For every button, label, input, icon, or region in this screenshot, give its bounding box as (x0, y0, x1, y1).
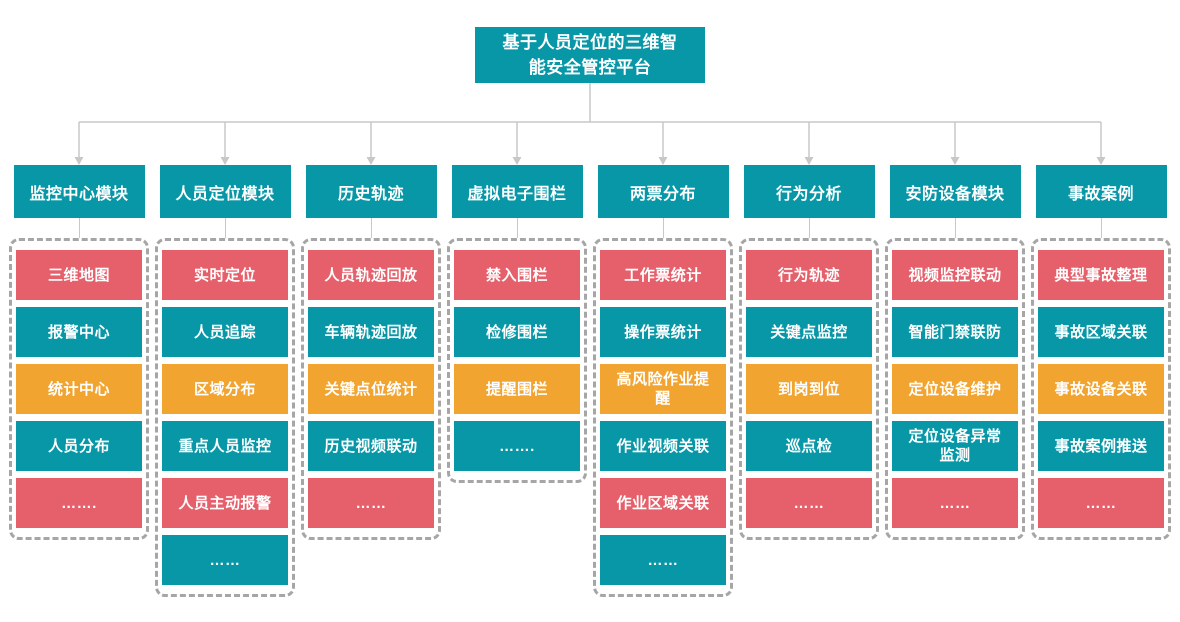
module-group: 禁入围栏检修围栏提醒围栏 ……. (447, 238, 587, 483)
feature-item[interactable]: 人员主动报警 (162, 478, 288, 528)
module-group: 实时定位人员追踪区域分布重点人员监控人员主动报警 …… (155, 238, 295, 597)
module-group: 视频监控联动智能门禁联防定位设备维护定位设备异常 监测 …… (885, 238, 1025, 540)
feature-item[interactable]: 报警中心 (16, 307, 142, 357)
connector-lines (74, 83, 1106, 165)
feature-item[interactable]: …… (308, 478, 434, 528)
arrow-down-icon (658, 157, 668, 165)
module-column: 安防设备模块视频监控联动智能门禁联防定位设备维护定位设备异常 监测 …… (885, 165, 1025, 540)
feature-item[interactable]: 作业视频关联 (600, 421, 726, 471)
feature-item[interactable]: 事故区域关联 (1038, 307, 1164, 357)
feature-item[interactable]: 提醒围栏 (454, 364, 580, 414)
module-group: 行为轨迹关键点监控到岗到位巡点检 …… (739, 238, 879, 540)
module-column: 历史轨迹人员轨迹回放车辆轨迹回放关键点位统计历史视频联动 …… (301, 165, 441, 540)
module-column: 事故案例典型事故整理事故区域关联事故设备关联事故案例推送 …… (1031, 165, 1171, 540)
feature-item[interactable]: 视频监控联动 (892, 250, 1018, 300)
arrow-down-icon (366, 157, 376, 165)
feature-item[interactable]: ……. (16, 478, 142, 528)
feature-item[interactable]: 关键点监控 (746, 307, 872, 357)
feature-item[interactable]: 工作票统计 (600, 250, 726, 300)
root-node[interactable]: 基于人员定位的三维智 能安全管控平台 (475, 27, 705, 83)
feature-item[interactable]: 历史视频联动 (308, 421, 434, 471)
columns-row: 监控中心模块三维地图报警中心统计中心人员分布 ……. 人员定位模块实时定位人员追踪区… (0, 165, 1180, 597)
module-header[interactable]: 人员定位模块 (159, 165, 291, 218)
module-group: 人员轨迹回放车辆轨迹回放关键点位统计历史视频联动 …… (301, 238, 441, 540)
feature-item[interactable]: 区域分布 (162, 364, 288, 414)
module-group: 工作票统计操作票统计高风险作业提 醒作业视频关联作业区域关联 …… (593, 238, 733, 597)
feature-item[interactable]: 三维地图 (16, 250, 142, 300)
feature-item[interactable]: 操作票统计 (600, 307, 726, 357)
header-connector-line (1100, 218, 1102, 238)
feature-item[interactable]: 关键点位统计 (308, 364, 434, 414)
module-header[interactable]: 事故案例 (1035, 165, 1167, 218)
header-connector-line (808, 218, 810, 238)
feature-item[interactable]: 检修围栏 (454, 307, 580, 357)
header-connector-line (224, 218, 226, 238)
arrow-down-icon (804, 157, 814, 165)
module-group: 典型事故整理事故区域关联事故设备关联事故案例推送 …… (1031, 238, 1171, 540)
header-connector-line (78, 218, 80, 238)
feature-item[interactable]: 车辆轨迹回放 (308, 307, 434, 357)
feature-item[interactable]: 统计中心 (16, 364, 142, 414)
module-group: 三维地图报警中心统计中心人员分布 ……. (9, 238, 149, 540)
feature-item[interactable]: 禁入围栏 (454, 250, 580, 300)
arrow-down-icon (1096, 157, 1106, 165)
module-header[interactable]: 两票分布 (597, 165, 729, 218)
arrow-down-icon (220, 157, 230, 165)
feature-item[interactable]: 智能门禁联防 (892, 307, 1018, 357)
module-header[interactable]: 虚拟电子围栏 (451, 165, 583, 218)
feature-item[interactable]: …… (1038, 478, 1164, 528)
module-header[interactable]: 监控中心模块 (13, 165, 145, 218)
feature-item[interactable]: 人员轨迹回放 (308, 250, 434, 300)
feature-item[interactable]: 巡点检 (746, 421, 872, 471)
feature-item[interactable]: 行为轨迹 (746, 250, 872, 300)
feature-item[interactable]: …… (892, 478, 1018, 528)
module-column: 虚拟电子围栏禁入围栏检修围栏提醒围栏 ……. (447, 165, 587, 483)
feature-item[interactable]: 人员追踪 (162, 307, 288, 357)
header-connector-line (662, 218, 664, 238)
header-connector-line (370, 218, 372, 238)
feature-item[interactable]: …… (746, 478, 872, 528)
feature-item[interactable]: 典型事故整理 (1038, 250, 1164, 300)
feature-item[interactable]: ……. (454, 421, 580, 471)
feature-item[interactable]: …… (162, 535, 288, 585)
arrow-down-icon (512, 157, 522, 165)
module-header[interactable]: 安防设备模块 (889, 165, 1021, 218)
arrow-down-icon (950, 157, 960, 165)
feature-item[interactable]: 实时定位 (162, 250, 288, 300)
module-column: 监控中心模块三维地图报警中心统计中心人员分布 ……. (9, 165, 149, 540)
feature-item[interactable]: 高风险作业提 醒 (600, 364, 726, 414)
module-header[interactable]: 行为分析 (743, 165, 875, 218)
feature-item[interactable]: 作业区域关联 (600, 478, 726, 528)
feature-item[interactable]: 事故案例推送 (1038, 421, 1164, 471)
arrow-down-icon (74, 157, 84, 165)
feature-item[interactable]: 人员分布 (16, 421, 142, 471)
feature-item[interactable]: 定位设备维护 (892, 364, 1018, 414)
feature-item[interactable]: 定位设备异常 监测 (892, 421, 1018, 471)
header-connector-line (954, 218, 956, 238)
feature-item[interactable]: 到岗到位 (746, 364, 872, 414)
module-column: 行为分析行为轨迹关键点监控到岗到位巡点检 …… (739, 165, 879, 540)
module-column: 两票分布工作票统计操作票统计高风险作业提 醒作业视频关联作业区域关联 …… (593, 165, 733, 597)
module-header[interactable]: 历史轨迹 (305, 165, 437, 218)
feature-item[interactable]: 重点人员监控 (162, 421, 288, 471)
module-column: 人员定位模块实时定位人员追踪区域分布重点人员监控人员主动报警 …… (155, 165, 295, 597)
feature-item[interactable]: 事故设备关联 (1038, 364, 1164, 414)
header-connector-line (516, 218, 518, 238)
feature-item[interactable]: …… (600, 535, 726, 585)
